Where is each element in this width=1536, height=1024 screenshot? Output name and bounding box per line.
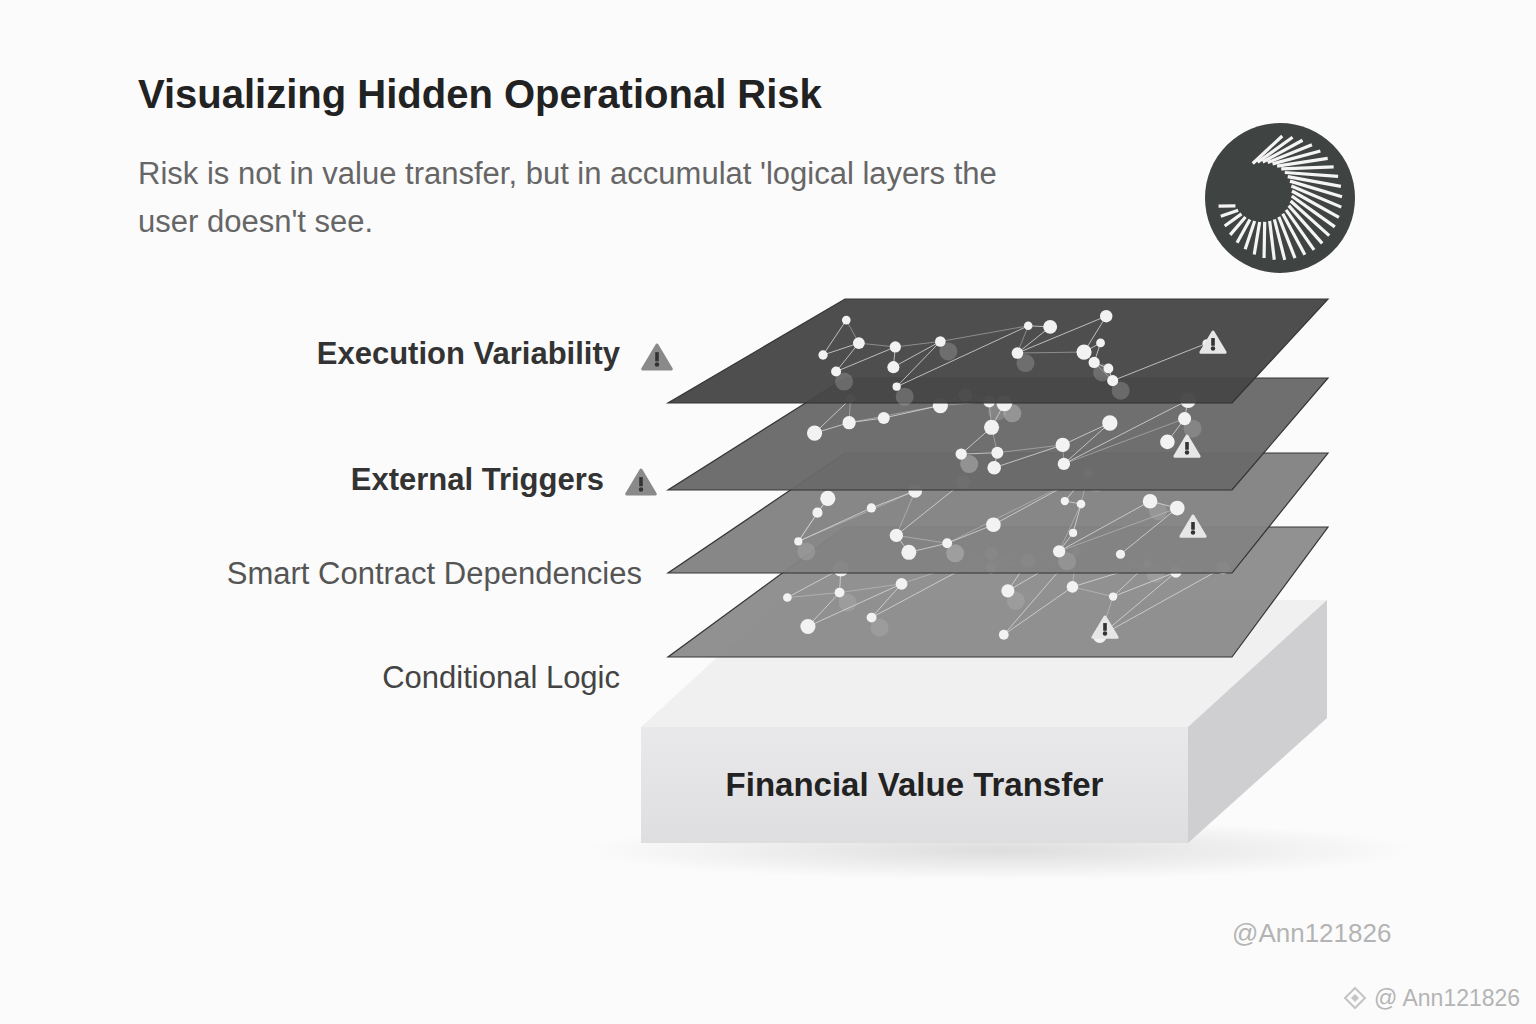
layer-label: Smart Contract Dependencies bbox=[227, 556, 642, 592]
logo-stroke bbox=[1277, 158, 1328, 166]
logo-stroke bbox=[1274, 219, 1284, 260]
box-label: Financial Value Transfer bbox=[726, 766, 1104, 804]
base-box: Financial Value Transfer bbox=[641, 727, 1188, 843]
watermark-logo bbox=[1345, 988, 1365, 1008]
logo-stroke bbox=[1262, 222, 1266, 258]
layer-label: Conditional Logic bbox=[382, 660, 620, 696]
logo-icon bbox=[1205, 123, 1355, 273]
warning-icon bbox=[627, 470, 656, 494]
warning-icon bbox=[1201, 332, 1225, 352]
logo-stroke bbox=[1281, 167, 1333, 169]
warning-icon bbox=[643, 345, 672, 369]
warning-icon bbox=[1093, 617, 1117, 637]
watermark: @Ann121826 bbox=[1232, 918, 1391, 949]
logo-stroke bbox=[1285, 173, 1338, 177]
logo-stroke bbox=[1270, 221, 1275, 260]
logic-layer bbox=[668, 299, 1328, 406]
title: Visualizing Hidden Operational Risk bbox=[138, 72, 822, 117]
logo-stroke bbox=[1219, 204, 1236, 207]
layer-label: Execution Variability bbox=[317, 336, 620, 372]
warning-icon bbox=[1181, 516, 1205, 536]
layer-label: External Triggers bbox=[351, 462, 604, 498]
logo-stroke bbox=[1254, 222, 1259, 254]
watermark: @ Ann121826 bbox=[1374, 985, 1520, 1012]
warning-icon bbox=[1175, 436, 1199, 456]
logo-stroke bbox=[1221, 210, 1238, 216]
subtitle: Risk is not in value transfer, but in ac… bbox=[138, 150, 1058, 246]
